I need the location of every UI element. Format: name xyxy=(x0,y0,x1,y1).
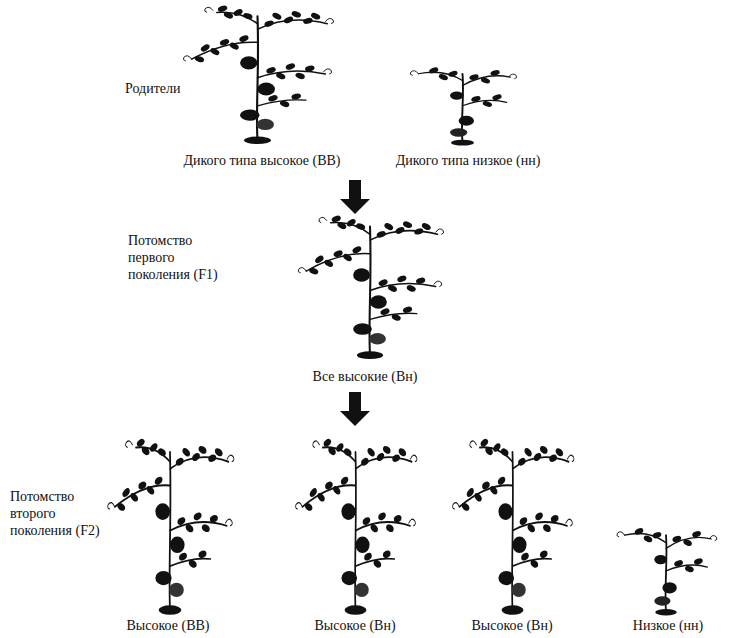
tall-plant xyxy=(108,437,234,614)
down-arrow xyxy=(340,392,370,426)
short-plant xyxy=(410,66,517,145)
plant-label: Высокое (ВВ) xyxy=(127,617,210,634)
tall-plant xyxy=(183,5,333,145)
plant-label: Дикого типа низкое (нн) xyxy=(396,152,541,169)
tall-plant xyxy=(298,214,444,359)
plant-label: Высокое (Вн) xyxy=(314,617,395,634)
plant-label: Дикого типа высокое (ВВ) xyxy=(183,152,340,169)
plant-label: Все высокие (Вн) xyxy=(313,368,418,385)
down-arrow xyxy=(340,180,370,214)
stage-label: Родители xyxy=(125,80,180,97)
plant-label: Низкое (нн) xyxy=(633,617,703,634)
tall-plant xyxy=(296,437,417,614)
tall-plant xyxy=(453,437,574,614)
stage-label: Потомство второго поколения (F2) xyxy=(10,488,110,539)
stage-label: Потомство первого поколения (F1) xyxy=(128,232,236,283)
plant-label: Высокое (Вн) xyxy=(471,617,552,634)
short-plant xyxy=(617,527,717,616)
